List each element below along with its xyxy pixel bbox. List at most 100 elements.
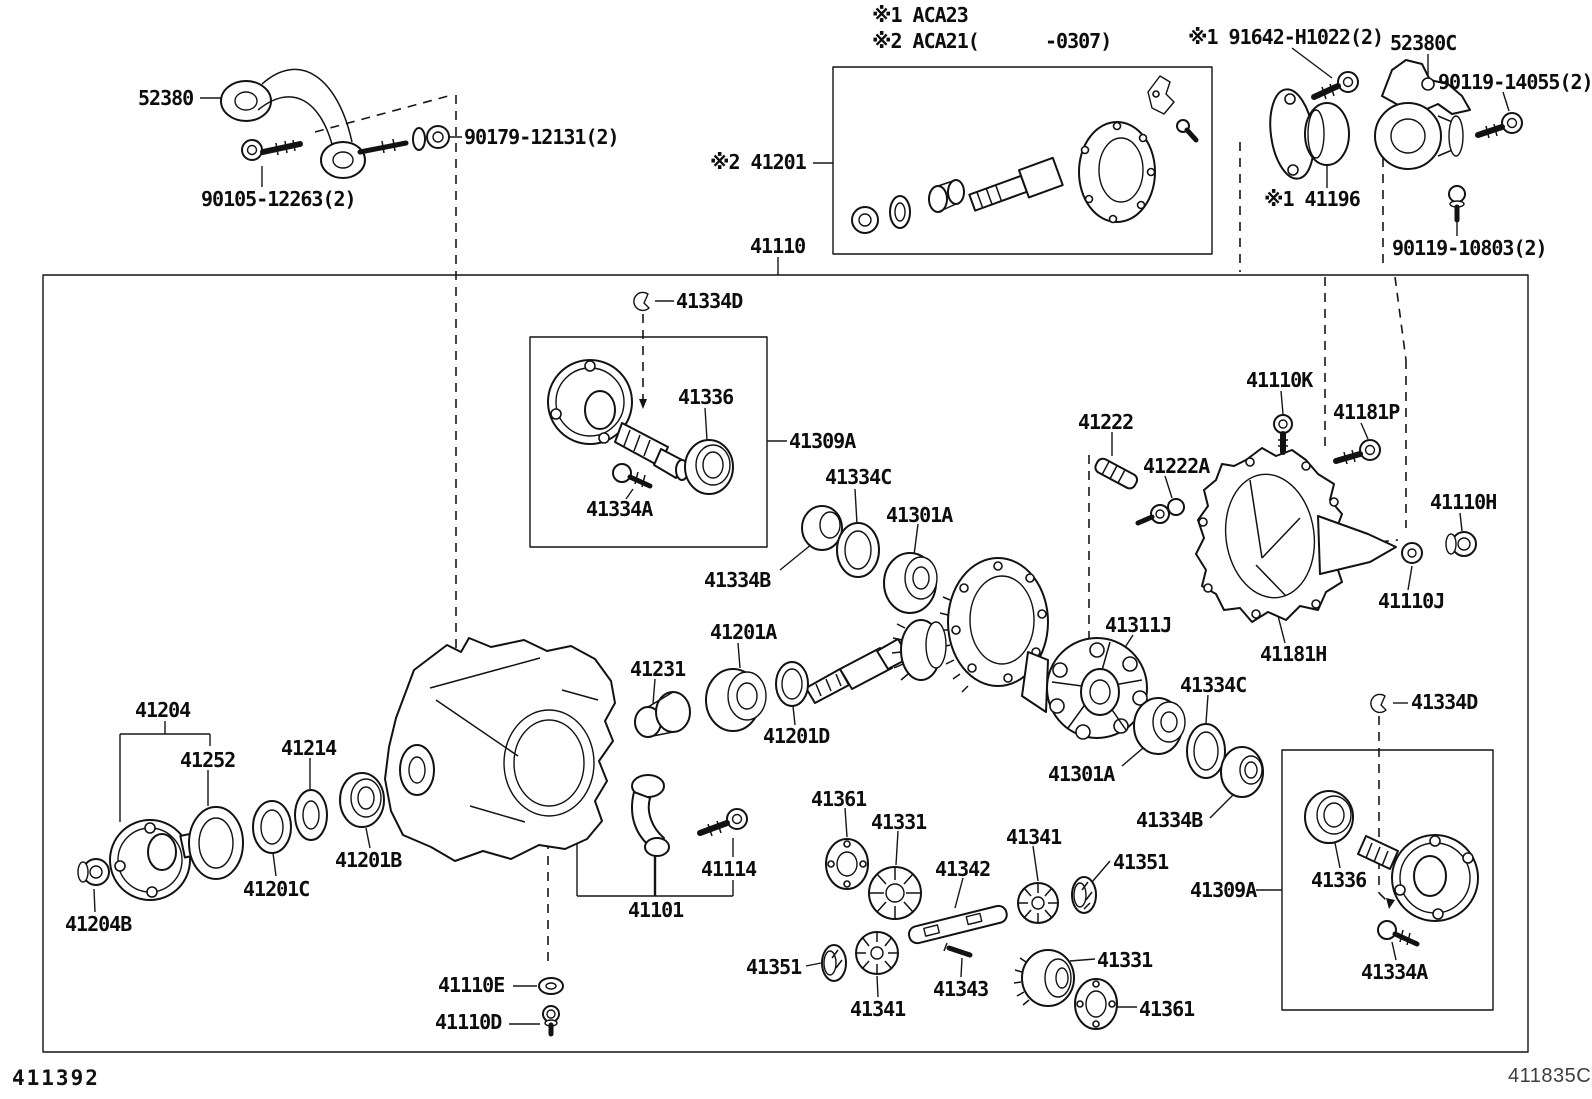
label-41222: 41222	[1078, 410, 1134, 434]
support-52380c	[1374, 59, 1471, 170]
side-gear-41331-left	[868, 866, 922, 920]
label-41343: 41343	[933, 977, 989, 1001]
side-gear-41341-top	[1017, 882, 1059, 924]
label-41334c-left: 41334C	[825, 465, 892, 489]
label-52380c: 52380C	[1390, 31, 1457, 55]
label-41361-bottom: 41361	[1139, 997, 1195, 1021]
bolt-90105	[241, 139, 303, 161]
label-41196: ※1 41196	[1264, 187, 1361, 211]
thrust-washer-41361-left	[825, 838, 869, 890]
footnote-aca23: ※1 ACA23	[872, 3, 969, 27]
label-41331-left: 41331	[871, 810, 927, 834]
bolt-41181p	[1333, 439, 1381, 465]
label-41309a-left: 41309A	[789, 429, 856, 453]
label-41110e: 41110E	[438, 973, 505, 997]
bolt-41334a-left	[612, 463, 653, 489]
label-41222a: 41222A	[1143, 454, 1210, 478]
bolt-41114	[697, 808, 748, 837]
label-41342: 41342	[935, 857, 991, 881]
footnote-aca21: ※2 ACA21( -0307)	[872, 29, 1112, 53]
label-41201b: 41201B	[335, 848, 402, 872]
pinion-shaft	[968, 156, 1064, 212]
label-41204: 41204	[135, 698, 191, 722]
bolt-90119-14055	[1475, 112, 1523, 139]
label-91642-h1022: ※1 91642-H1022(2)	[1188, 25, 1384, 49]
label-41201a: 41201A	[710, 620, 777, 644]
cover-spout	[1317, 515, 1397, 575]
leader-lines	[93, 47, 1510, 1025]
label-41252: 41252	[180, 748, 236, 772]
label-41334d-left: 41334D	[676, 289, 743, 313]
label-41334a-right: 41334A	[1361, 960, 1428, 984]
bearing-41201a	[705, 668, 767, 732]
label-41181h: 41181H	[1260, 642, 1327, 666]
label-41181p: 41181P	[1333, 400, 1400, 424]
clip-41334d-left	[633, 291, 650, 312]
bolt-91642	[1311, 71, 1359, 100]
label-41201d: 41201D	[763, 724, 830, 748]
bolt-41222a	[1135, 498, 1185, 526]
label-41231: 41231	[630, 657, 686, 681]
ring-gear-and-pinion	[634, 557, 1049, 738]
stud-washer-nut-90179	[357, 125, 450, 155]
bolt-90119-10803	[1448, 185, 1466, 223]
label-90179-12131: 90179-12131(2)	[464, 125, 620, 149]
label-41334b-left: 41334B	[704, 568, 771, 592]
label-41334b-right: 41334B	[1136, 808, 1203, 832]
spacer-41231	[634, 691, 691, 738]
label-41334d-right: 41334D	[1411, 690, 1478, 714]
thrust-washer-41361-bottom	[1074, 978, 1118, 1030]
thrust-washer-41351-left	[821, 944, 847, 982]
side-gear-41341-bottom	[855, 931, 899, 975]
plug-41110d	[542, 1005, 560, 1037]
bolt-41334a-right	[1377, 920, 1420, 947]
label-41201: ※2 41201	[710, 150, 807, 174]
label-41361-left: 41361	[811, 787, 867, 811]
thrust-washer-41351-right	[1071, 876, 1097, 914]
diff-case-41311j	[1021, 637, 1148, 740]
label-41309a-right: 41309A	[1190, 878, 1257, 902]
label-41351-right: 41351	[1113, 850, 1169, 874]
side-bearing-row-right	[1133, 697, 1264, 798]
spider-gear-kit	[538, 774, 1118, 1037]
side-flange-row-left	[77, 772, 385, 901]
label-41110j: 41110J	[1378, 589, 1445, 613]
label-41201c: 41201C	[243, 877, 310, 901]
side-gear-shaft-kit-left	[547, 291, 734, 495]
drive-pinion-kit-41201	[851, 75, 1199, 234]
shim-41222	[1094, 457, 1139, 490]
label-41334a-left: 41334A	[586, 497, 653, 521]
label-41110k: 41110K	[1246, 368, 1313, 392]
washer-41110e	[538, 977, 564, 995]
carrier-housing-41110	[384, 637, 616, 862]
arrowhead	[639, 399, 647, 409]
label-41336-left: 41336	[678, 385, 734, 409]
label-41114: 41114	[701, 857, 757, 881]
label-41101: 41101	[628, 898, 684, 922]
breather-and-support-group	[1269, 59, 1523, 223]
side-gear-shaft-kit-right	[1304, 693, 1479, 947]
pin-41343	[943, 942, 973, 958]
pinion-bearing-row	[801, 505, 938, 614]
label-41331-right: 41331	[1097, 948, 1153, 972]
oil-deflector-clamp	[631, 774, 670, 857]
small-clamp	[1147, 75, 1175, 115]
drive-pinion-shaft	[805, 619, 947, 704]
pinion-shaft-41342	[908, 904, 1008, 945]
label-90119-10803: 90119-10803(2)	[1392, 236, 1548, 260]
label-41110: 41110	[750, 234, 806, 258]
label-41301a-left: 41301A	[886, 503, 953, 527]
arrowhead	[1386, 898, 1395, 909]
differential-support-52380	[220, 68, 450, 179]
label-90105-12263: 90105-12263(2)	[201, 187, 357, 211]
clip-41334d-right	[1370, 693, 1387, 714]
sheet-code-left: 411392	[12, 1066, 100, 1090]
label-41351-left: 41351	[746, 955, 802, 979]
sheet-code-right: 411835C	[1508, 1065, 1592, 1087]
label-41341-bottom: 41341	[850, 997, 906, 1021]
label-41301a-right: 41301A	[1048, 762, 1115, 786]
label-41214: 41214	[281, 736, 337, 760]
nut-41110h	[1445, 531, 1477, 557]
bolt-41110k	[1273, 414, 1293, 455]
